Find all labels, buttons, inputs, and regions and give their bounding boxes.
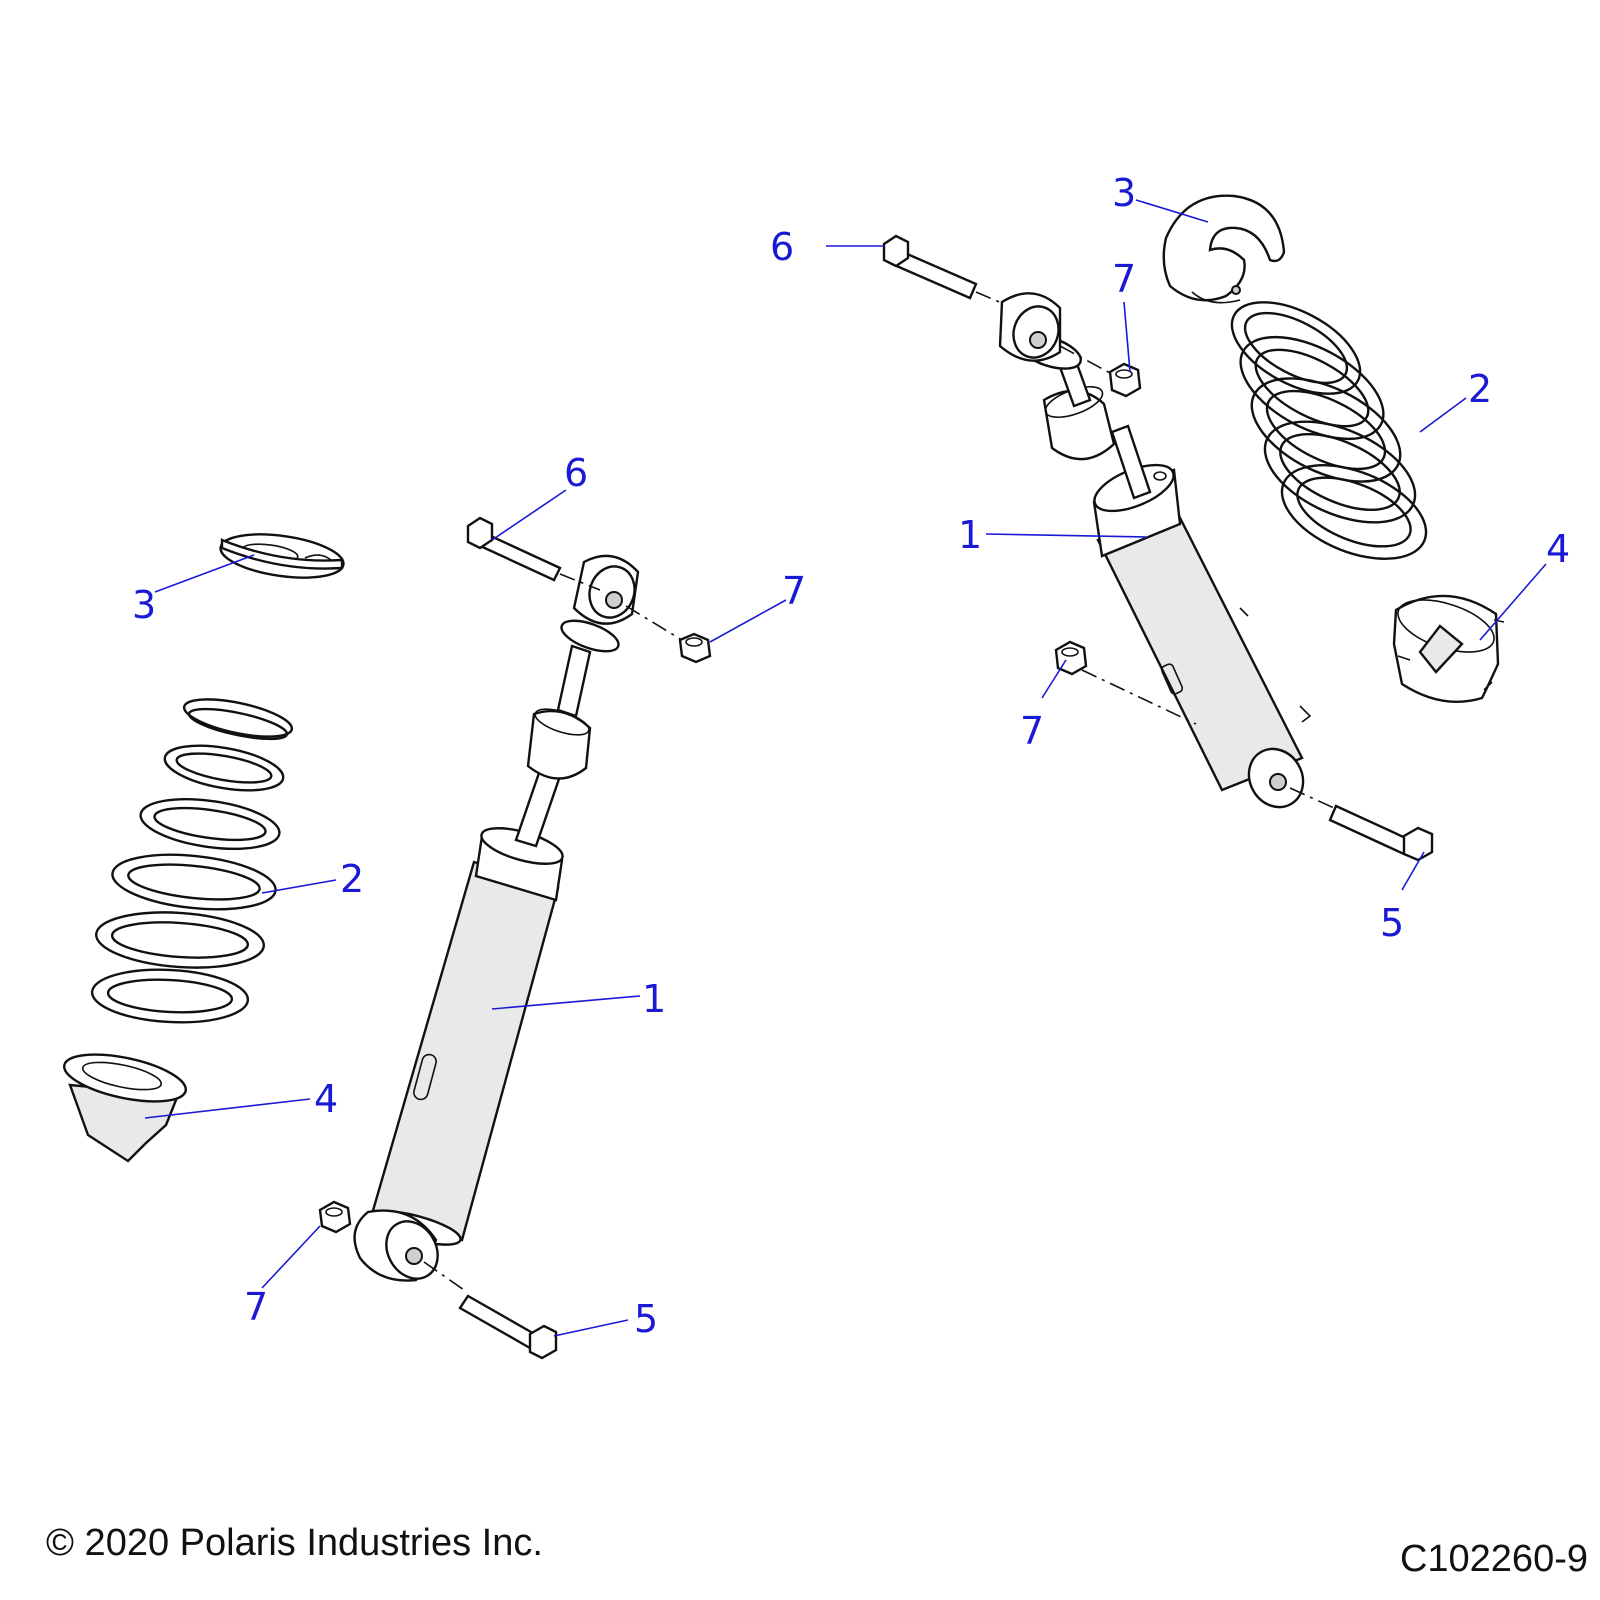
left-upper-bolt xyxy=(466,516,601,591)
right-upper-bolt xyxy=(882,234,1005,305)
callout-left-upper-nut: 7 xyxy=(782,569,806,613)
callout-left-spring-seat: 4 xyxy=(314,1077,338,1121)
callout-right-retainer: 3 xyxy=(1112,171,1136,215)
left-coil-spring xyxy=(90,698,294,1024)
drawing-number: C102260-9 xyxy=(1399,1538,1588,1580)
copyright-notice: © 2020 Polaris Industries Inc. xyxy=(46,1522,543,1564)
left-lower-bolt xyxy=(423,1261,558,1360)
left-upper-nut xyxy=(625,605,712,664)
left-leader-lines xyxy=(144,489,787,1337)
right-coil-spring xyxy=(1230,301,1428,560)
callout-right-shock: 1 xyxy=(958,513,982,557)
callout-left-spring: 2 xyxy=(340,857,364,901)
right-spring-retainer xyxy=(1162,194,1286,304)
callout-right-spring-seat: 4 xyxy=(1546,527,1570,571)
right-shock-assembly: 1 2 3 4 5 6 7 7 xyxy=(770,171,1570,945)
callout-right-spring: 2 xyxy=(1468,367,1492,411)
callout-left-retainer: 3 xyxy=(132,583,156,627)
left-spring-seat xyxy=(63,1053,187,1163)
right-lower-nut xyxy=(1054,640,1197,725)
callout-left-upper-bolt: 6 xyxy=(564,451,588,495)
left-lower-nut xyxy=(318,1200,352,1234)
left-shock-assembly: 1 2 3 4 5 6 7 7 xyxy=(63,451,806,1360)
left-shock-absorber xyxy=(353,554,640,1282)
right-upper-nut xyxy=(1059,345,1142,398)
callout-right-lower-bolt: 5 xyxy=(1380,901,1404,945)
left-spring-retainer xyxy=(219,533,345,579)
callout-right-lower-nut: 7 xyxy=(1020,709,1044,753)
callout-right-upper-bolt: 6 xyxy=(770,225,794,269)
right-leader-lines xyxy=(826,199,1547,891)
right-lower-bolt xyxy=(1289,787,1434,862)
callout-right-upper-nut: 7 xyxy=(1112,257,1136,301)
callout-left-lower-nut: 7 xyxy=(244,1285,268,1329)
callout-left-shock: 1 xyxy=(642,977,666,1021)
callout-left-lower-bolt: 5 xyxy=(634,1297,658,1341)
right-shock-absorber xyxy=(998,292,1312,809)
right-spring-seat xyxy=(1392,594,1505,703)
